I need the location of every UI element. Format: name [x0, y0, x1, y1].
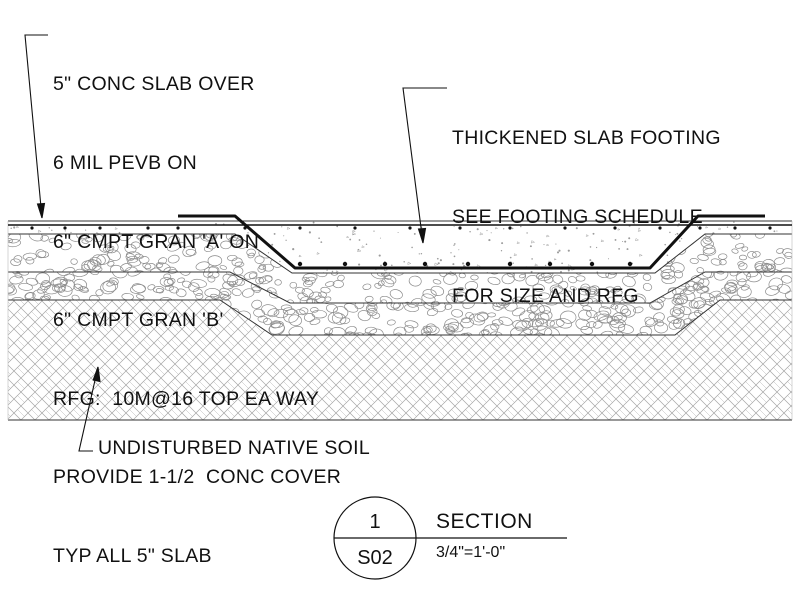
footing-note-leader — [402, 87, 447, 244]
layer-outlines — [7, 220, 793, 421]
note-line: TYP ALL 5" SLAB — [53, 545, 212, 568]
native-soil-hatch — [8, 300, 792, 420]
note-line: FOR SIZE AND RFG — [452, 284, 639, 307]
note-line: 6" CMPT GRAN 'B' — [53, 309, 224, 332]
note-line: SEE FOOTING SCHEDULE — [452, 206, 703, 229]
detail-number: 1 — [369, 511, 381, 533]
sheet-number: S02 — [357, 547, 393, 569]
rebar-layout — [30, 214, 772, 270]
note-line: PROVIDE 1-1/2 CONC COVER — [53, 466, 342, 489]
leader-lines — [24, 34, 447, 452]
note-line: 6 MIL PEVB ON — [53, 152, 198, 175]
note-line: RFG: 10M@16 TOP EA WAY — [53, 387, 320, 410]
note-line: 5" CONC SLAB OVER — [53, 73, 255, 96]
section-scale: 3/4"=1'-0" — [436, 544, 506, 561]
detail-tag — [333, 496, 567, 580]
note-line: 6" CMPT GRAN 'A' ON — [53, 230, 260, 253]
slab-specification-note: 5" CONC SLAB OVER 6 MIL PEVB ON 6" CMPT … — [53, 19, 341, 595]
soil-note-arrow — [92, 366, 101, 383]
slab-note-arrow — [36, 202, 46, 219]
slab-note-leader — [24, 34, 48, 219]
footing-note-arrow — [417, 227, 427, 244]
soil-note-leader — [78, 366, 99, 452]
note-line: THICKENED SLAB FOOTING — [452, 127, 721, 150]
footing-note: THICKENED SLAB FOOTING SEE FOOTING SCHED… — [452, 73, 721, 335]
native-soil-note: UNDISTURBED NATIVE SOIL — [98, 437, 370, 459]
section-title: SECTION — [436, 510, 533, 533]
